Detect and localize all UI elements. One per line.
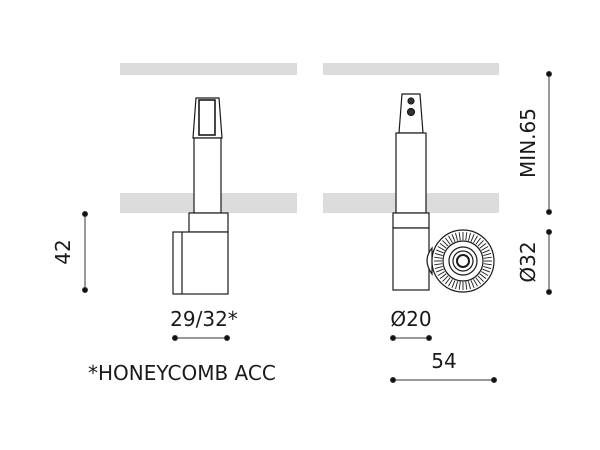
- dim-dot: [546, 289, 552, 295]
- side-hinge: [426, 246, 433, 276]
- honeycomb-cell: [468, 232, 471, 241]
- lens-center: [456, 254, 470, 268]
- honeycomb-cell: [444, 237, 451, 245]
- honeycomb-cell: [439, 273, 447, 280]
- honeycomb-cell: [448, 235, 453, 244]
- honeycomb-cell: [442, 275, 449, 282]
- honeycomb-cell: [437, 246, 446, 251]
- honeycomb-cell: [483, 256, 492, 259]
- dim-dot: [546, 71, 552, 77]
- honeycomb-cell: [482, 268, 490, 273]
- honeycomb-cell: [436, 268, 444, 273]
- honeycomb-cell: [448, 278, 453, 287]
- honeycomb-cell: [483, 263, 492, 266]
- honeycomb-cell: [451, 280, 456, 288]
- label-total-width: 54: [431, 349, 456, 373]
- honeycomb-cell: [455, 281, 458, 290]
- dim-dot: [426, 335, 432, 341]
- honeycomb-cell: [479, 273, 487, 280]
- honeycomb-cell: [434, 253, 443, 256]
- honeycomb-cell: [434, 266, 443, 269]
- honeycomb-cell: [437, 271, 446, 276]
- honeycomb-cell: [434, 263, 443, 266]
- front-adapter-slot: [198, 99, 216, 136]
- honeycomb-cell: [480, 271, 489, 276]
- honeycomb-cell: [470, 234, 475, 242]
- side-body: [392, 227, 430, 291]
- honeycomb-cell: [473, 235, 478, 244]
- dim-dot: [546, 229, 552, 235]
- honeycomb-cell: [480, 246, 489, 251]
- side-screw-bottom: [406, 107, 416, 117]
- honeycomb-cell: [468, 281, 471, 290]
- honeycomb-cell: [458, 281, 461, 290]
- ceiling-band-top-right: [323, 63, 499, 75]
- honeycomb-cell: [458, 232, 461, 241]
- label-head-diameter: Ø32: [516, 241, 540, 282]
- side-collar: [392, 212, 430, 229]
- honeycomb-cell: [483, 253, 492, 256]
- honeycomb-cell: [477, 275, 484, 282]
- honeycomb-cell: [455, 232, 458, 241]
- dim-dot: [224, 335, 230, 341]
- honeycomb-cell: [442, 240, 449, 247]
- honeycomb-cell: [470, 280, 475, 288]
- honeycomb-cell: [439, 242, 447, 249]
- label-body-diameter: Ø20: [390, 307, 431, 331]
- side-screw-top: [407, 97, 415, 105]
- honeycomb-cell: [479, 242, 487, 249]
- honeycomb-cell: [451, 234, 456, 242]
- honeycomb-cell: [436, 249, 444, 254]
- dim-dot: [82, 287, 88, 293]
- honeycomb-cell: [465, 281, 468, 290]
- honeycomb-cell: [482, 249, 490, 254]
- honeycomb-cell: [473, 278, 478, 287]
- honeycomb-ring: [434, 232, 492, 290]
- dim-dot: [82, 211, 88, 217]
- label-min-depth: MIN.65: [516, 108, 540, 178]
- honeycomb-cell: [483, 266, 492, 269]
- honeycomb-cell: [434, 256, 443, 259]
- front-view: [172, 97, 229, 295]
- dim-dot: [390, 335, 396, 341]
- honeycomb-cell: [444, 277, 451, 285]
- footnote-honeycomb: *HONEYCOMB ACC: [88, 361, 276, 385]
- honeycomb-cell: [477, 240, 484, 247]
- side-stem: [395, 132, 427, 214]
- honeycomb-cell: [475, 277, 482, 285]
- honeycomb-cell: [475, 237, 482, 245]
- dim-dot: [390, 377, 396, 383]
- front-stem: [193, 137, 222, 214]
- ceiling-band-top-left: [120, 63, 297, 75]
- side-view: [392, 93, 495, 293]
- dim-dot: [491, 377, 497, 383]
- dimension-lines: [82, 71, 552, 383]
- front-body: [172, 231, 229, 295]
- front-collar: [188, 212, 229, 233]
- dim-dot: [546, 209, 552, 215]
- label-height-front: 42: [51, 239, 75, 264]
- dim-dot: [172, 335, 178, 341]
- label-width-front: 29/32*: [170, 307, 238, 331]
- honeycomb-cell: [465, 232, 468, 241]
